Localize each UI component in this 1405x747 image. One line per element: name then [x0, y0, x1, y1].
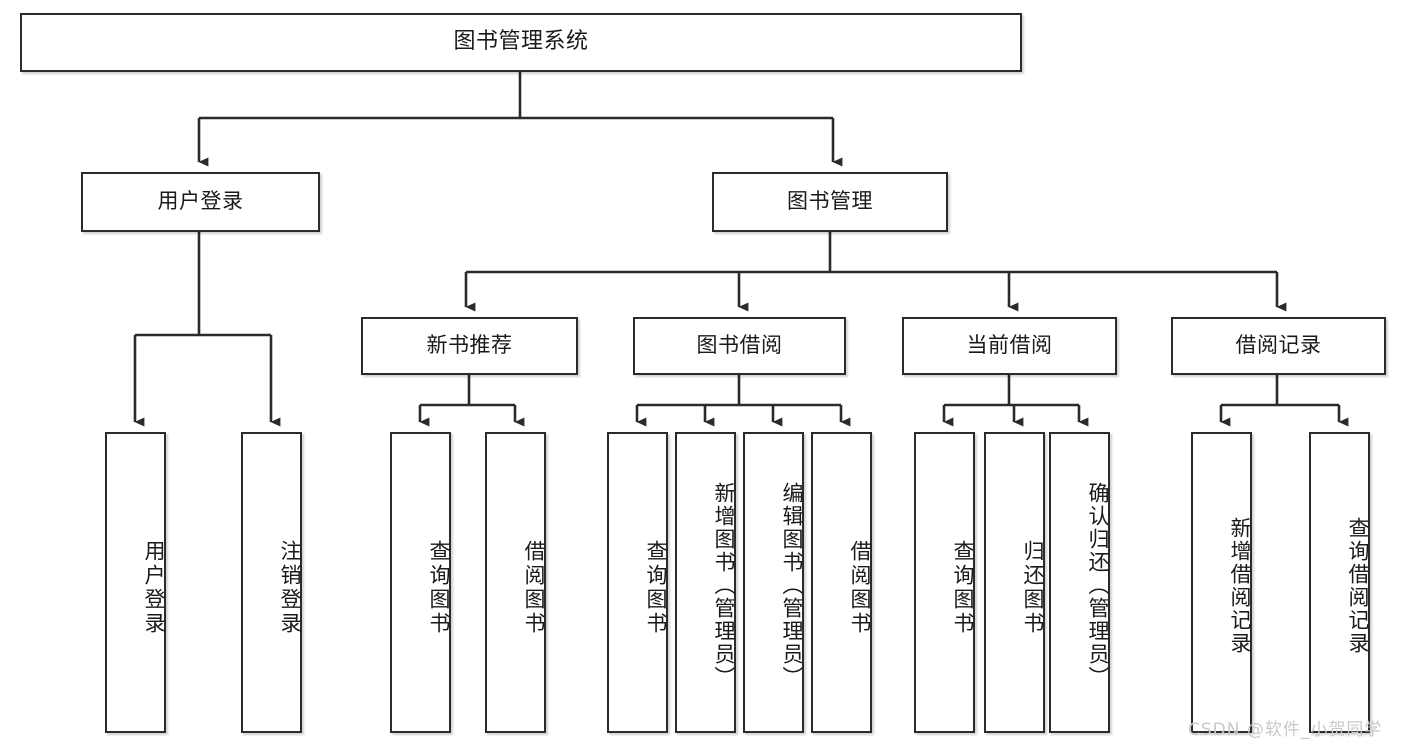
node-label: 图书管理系统: [453, 29, 589, 55]
node-label: 当前借阅: [966, 333, 1053, 358]
node-label: 图书借阅: [696, 333, 783, 358]
leaf-add-book-admin[interactable]: 新增图书（管理员）: [675, 432, 736, 733]
leaf-user-login[interactable]: 用户登录: [105, 432, 166, 733]
node-label: 查询图书: [644, 539, 668, 636]
csdn-watermark: CSDN @软件_小贺同学: [1188, 720, 1383, 740]
node-label: 注销登录: [278, 539, 302, 636]
leaf-user-logout[interactable]: 注销登录: [241, 432, 302, 733]
node-user-login[interactable]: 用户登录: [81, 172, 320, 232]
node-label: 用户登录: [157, 189, 244, 214]
node-label: 查询图书: [427, 539, 451, 636]
node-label: 新增图书（管理员）: [712, 482, 736, 689]
leaf-borrow-book-recommend[interactable]: 借阅图书: [485, 432, 546, 733]
leaf-edit-book-admin[interactable]: 编辑图书（管理员）: [743, 432, 804, 733]
node-label: 查询图书: [951, 539, 975, 636]
node-label: 新书推荐: [426, 333, 513, 358]
node-label: 用户登录: [142, 539, 166, 636]
leaf-return-book[interactable]: 归还图书: [984, 432, 1045, 733]
leaf-confirm-return-admin[interactable]: 确认归还（管理员）: [1049, 432, 1110, 733]
node-root-system[interactable]: 图书管理系统: [20, 13, 1022, 72]
node-label: 借阅图书: [848, 539, 872, 636]
node-new-book-recommend[interactable]: 新书推荐: [361, 317, 578, 375]
node-label: 编辑图书（管理员）: [780, 482, 804, 689]
node-label: 借阅记录: [1235, 333, 1322, 358]
node-book-borrow[interactable]: 图书借阅: [633, 317, 846, 375]
node-label: 图书管理: [787, 189, 873, 214]
leaf-query-book-recommend[interactable]: 查询图书: [390, 432, 451, 733]
node-book-management[interactable]: 图书管理: [712, 172, 948, 232]
leaf-borrow-book[interactable]: 借阅图书: [811, 432, 872, 733]
node-borrow-record[interactable]: 借阅记录: [1171, 317, 1386, 375]
leaf-query-book-current[interactable]: 查询图书: [914, 432, 975, 733]
leaf-query-book-borrow[interactable]: 查询图书: [607, 432, 668, 733]
node-current-borrow[interactable]: 当前借阅: [902, 317, 1117, 375]
node-label: 借阅图书: [522, 539, 546, 636]
node-label: 新增借阅记录: [1228, 516, 1252, 655]
leaf-add-borrow-record[interactable]: 新增借阅记录: [1191, 432, 1252, 733]
node-label: 查询借阅记录: [1346, 516, 1370, 655]
node-label: 归还图书: [1021, 539, 1045, 636]
leaf-query-borrow-record[interactable]: 查询借阅记录: [1309, 432, 1370, 733]
node-label: 确认归还（管理员）: [1086, 482, 1110, 689]
